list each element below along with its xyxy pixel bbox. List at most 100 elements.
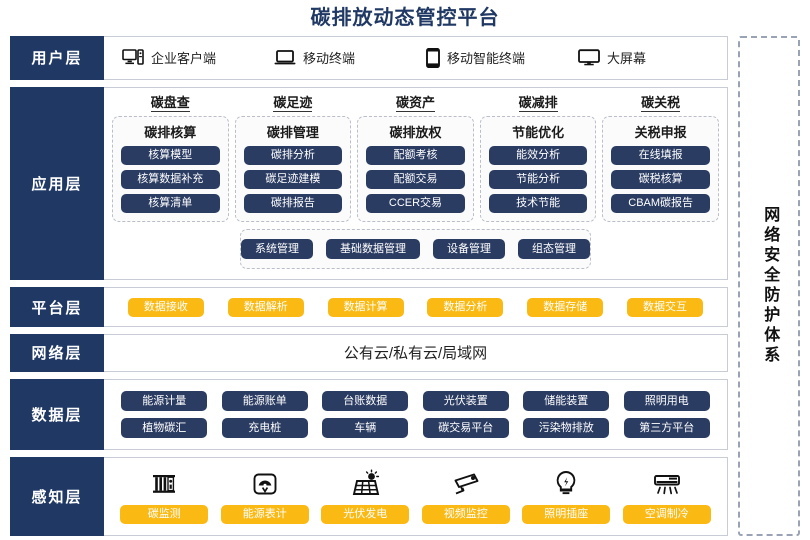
sense-chip[interactable]: 碳监测	[120, 504, 209, 524]
sense-icon-row	[114, 469, 717, 499]
sense-chip-cell: 碳监测	[116, 504, 212, 524]
app-column-carbon-asset: 碳资产 碳排放权 配额考核 配额交易 CCER交易	[357, 92, 474, 222]
user-terminal-item[interactable]: 大屏幕	[578, 48, 730, 67]
user-terminal-item[interactable]: 移动智能终端	[426, 47, 578, 68]
app-column-card: 碳排核算 核算模型 核算数据补充 核算清单	[112, 115, 229, 222]
platform-chip[interactable]: 数据存储	[527, 297, 604, 317]
diagram-body: 用户层 企业客户端 移动终端	[0, 36, 810, 536]
layer-body-sense: 碳监测 能源表计 光伏发电 视频监控 照明插座 空调制冷	[104, 458, 727, 535]
data-chip[interactable]: 能源计量	[121, 390, 208, 411]
app-feature-pill[interactable]: 核算清单	[121, 193, 220, 213]
app-feature-pill[interactable]: 技术节能	[488, 193, 588, 213]
data-chip[interactable]: 光伏装置	[422, 390, 509, 411]
app-column-carbon-reduction: 碳减排 节能优化 能效分析 节能分析 技术节能	[479, 92, 597, 222]
layer-body-network: 公有云/私有云/局域网	[104, 335, 727, 371]
cctv-camera-icon	[418, 469, 514, 499]
app-column-title: 碳资产	[395, 94, 435, 112]
sense-chip[interactable]: 视频监控	[421, 504, 510, 524]
app-column-title: 碳减排	[518, 94, 558, 112]
user-terminal-item[interactable]: 移动终端	[274, 48, 426, 67]
sense-chip[interactable]: 照明插座	[522, 504, 611, 524]
data-chip[interactable]: 充电桩	[221, 417, 308, 438]
app-feature-pill[interactable]: 配额考核	[366, 145, 465, 165]
management-pill[interactable]: 系统管理	[241, 238, 313, 259]
layer-label-network: 网络层	[10, 334, 104, 372]
app-feature-pill[interactable]: 碳足迹建模	[243, 169, 343, 189]
platform-chip[interactable]: 数据计算	[327, 297, 404, 317]
layer-label-user: 用户层	[10, 36, 104, 80]
desktop-tower-icon	[122, 49, 144, 66]
layer-sense: 感知层	[10, 456, 728, 536]
layer-body-data: 能源计量 能源账单 台账数据 光伏装置 储能装置 照明用电 植物碳汇 充电桩 车…	[104, 380, 727, 449]
app-feature-pill[interactable]: 核算模型	[121, 145, 220, 165]
sense-chip-cell: 能源表计	[217, 504, 313, 524]
app-feature-pill[interactable]: 碳税核算	[611, 169, 710, 189]
app-feature-pill[interactable]: 核算数据补充	[121, 169, 220, 189]
user-terminal-label: 移动智能终端	[447, 51, 526, 67]
carbon-sensor-icon	[116, 469, 212, 499]
platform-chip-row: 数据接收 数据解析 数据计算 数据分析 数据存储 数据交互	[104, 297, 727, 317]
app-card-title: 碳排核算	[144, 124, 197, 140]
app-column-title: 碳盘查	[150, 94, 190, 112]
app-column-title: 碳关税	[641, 94, 681, 112]
app-column-card: 碳排管理 碳排分析 碳足迹建模 碳排报告	[234, 115, 352, 222]
app-column-card: 碳排放权 配额考核 配额交易 CCER交易	[357, 115, 474, 222]
sense-chip-cell: 视频监控	[418, 504, 514, 524]
lightbulb-icon	[518, 469, 614, 499]
platform-chip[interactable]: 数据分析	[427, 297, 504, 317]
management-pill[interactable]: 设备管理	[433, 238, 505, 259]
platform-chip[interactable]: 数据接收	[127, 297, 204, 317]
layer-label-data: 数据层	[10, 378, 104, 450]
data-chip-row-2: 植物碳汇 充电桩 车辆 碳交易平台 污染物排放 第三方平台	[114, 417, 717, 438]
layer-user: 用户层 企业客户端 移动终端	[10, 36, 728, 80]
data-chip[interactable]: 污染物排放	[523, 417, 610, 438]
app-card-title: 关税申报	[634, 124, 687, 140]
layer-body-application: 碳盘查 碳排核算 核算模型 核算数据补充 核算清单 碳足迹 碳排管理	[104, 88, 727, 280]
solar-panel-icon	[317, 469, 413, 499]
app-feature-pill[interactable]: 节能分析	[488, 169, 588, 189]
layer-body-platform: 数据接收 数据解析 数据计算 数据分析 数据存储 数据交互	[104, 288, 727, 326]
sense-chip[interactable]: 空调制冷	[622, 504, 711, 524]
layer-label-sense: 感知层	[10, 456, 104, 536]
data-chip[interactable]: 储能装置	[523, 390, 610, 411]
app-feature-pill[interactable]: CCER交易	[366, 193, 465, 213]
data-chip[interactable]: 能源账单	[221, 390, 308, 411]
sense-chip[interactable]: 光伏发电	[321, 504, 410, 524]
app-feature-pill[interactable]: CBAM碳报告	[611, 193, 710, 213]
data-chip[interactable]: 车辆	[322, 417, 409, 438]
data-chip[interactable]: 植物碳汇	[121, 417, 208, 438]
app-feature-pill[interactable]: 碳排报告	[243, 193, 343, 213]
layer-label-application: 应用层	[10, 86, 104, 281]
user-terminal-label: 移动终端	[303, 51, 356, 67]
app-card-title: 碳排放权	[389, 124, 442, 140]
layer-label-platform: 平台层	[10, 287, 104, 327]
app-feature-pill[interactable]: 在线填报	[611, 145, 710, 165]
security-system-column: 网络安全防护体系	[738, 36, 800, 536]
monitor-icon	[578, 49, 600, 66]
layer-body-user: 企业客户端 移动终端 移动智能终端	[104, 37, 730, 79]
layer-data: 数据层 能源计量 能源账单 台账数据 光伏装置 储能装置 照明用电 植物碳汇 充…	[10, 378, 728, 450]
app-column-carbon-tariff: 碳关税 关税申报 在线填报 碳税核算 CBAM碳报告	[602, 92, 719, 222]
app-column-card: 节能优化 能效分析 节能分析 技术节能	[479, 115, 597, 222]
management-pill[interactable]: 基础数据管理	[326, 238, 420, 259]
data-chip[interactable]: 碳交易平台	[422, 417, 509, 438]
app-feature-pill[interactable]: 配额交易	[366, 169, 465, 189]
user-terminal-label: 企业客户端	[151, 51, 217, 67]
data-chip-row-1: 能源计量 能源账单 台账数据 光伏装置 储能装置 照明用电	[114, 390, 717, 411]
platform-chip[interactable]: 数据解析	[227, 297, 304, 317]
management-pill[interactable]: 组态管理	[518, 238, 590, 259]
data-chip[interactable]: 第三方平台	[623, 417, 710, 438]
app-feature-pill[interactable]: 能效分析	[488, 145, 588, 165]
user-terminal-item[interactable]: 企业客户端	[122, 48, 274, 67]
layer-platform: 平台层 数据接收 数据解析 数据计算 数据分析 数据存储 数据交互	[10, 287, 728, 327]
app-feature-pill[interactable]: 碳排分析	[243, 145, 343, 165]
user-terminal-label: 大屏幕	[607, 51, 647, 67]
data-chip[interactable]: 台账数据	[322, 390, 409, 411]
application-management-band: 系统管理 基础数据管理 设备管理 组态管理	[240, 228, 591, 269]
layer-application: 应用层 碳盘查 碳排核算 核算模型 核算数据补充 核算清单	[10, 86, 728, 281]
platform-chip[interactable]: 数据交互	[627, 297, 704, 317]
sense-chip-row: 碳监测 能源表计 光伏发电 视频监控 照明插座 空调制冷	[114, 504, 717, 524]
sense-chip-cell: 空调制冷	[619, 504, 715, 524]
sense-chip[interactable]: 能源表计	[220, 504, 309, 524]
data-chip[interactable]: 照明用电	[623, 390, 710, 411]
